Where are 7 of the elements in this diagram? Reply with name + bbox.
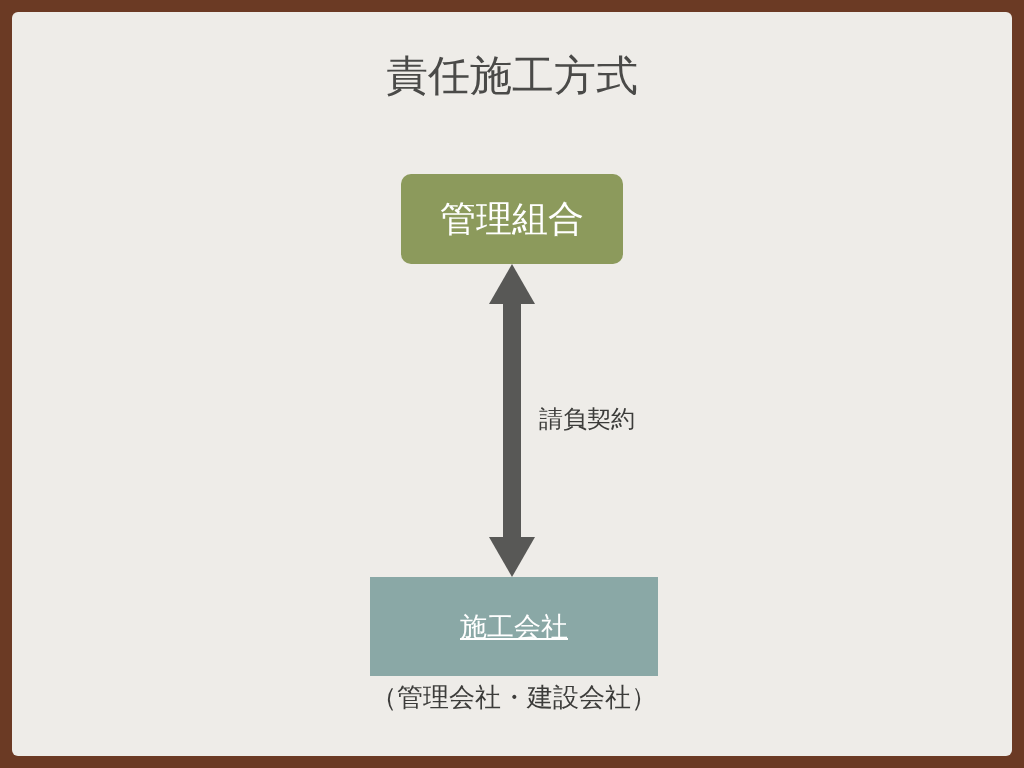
company-box — [370, 577, 658, 676]
double-arrow — [489, 264, 535, 577]
organization-box — [401, 174, 623, 264]
node-label: 施工会社 — [460, 609, 568, 644]
node-label: 管理組合 — [440, 196, 584, 241]
node-caption: （管理会社・建設会社） — [370, 681, 658, 714]
slide-title: 責任施工方式 — [385, 50, 639, 102]
